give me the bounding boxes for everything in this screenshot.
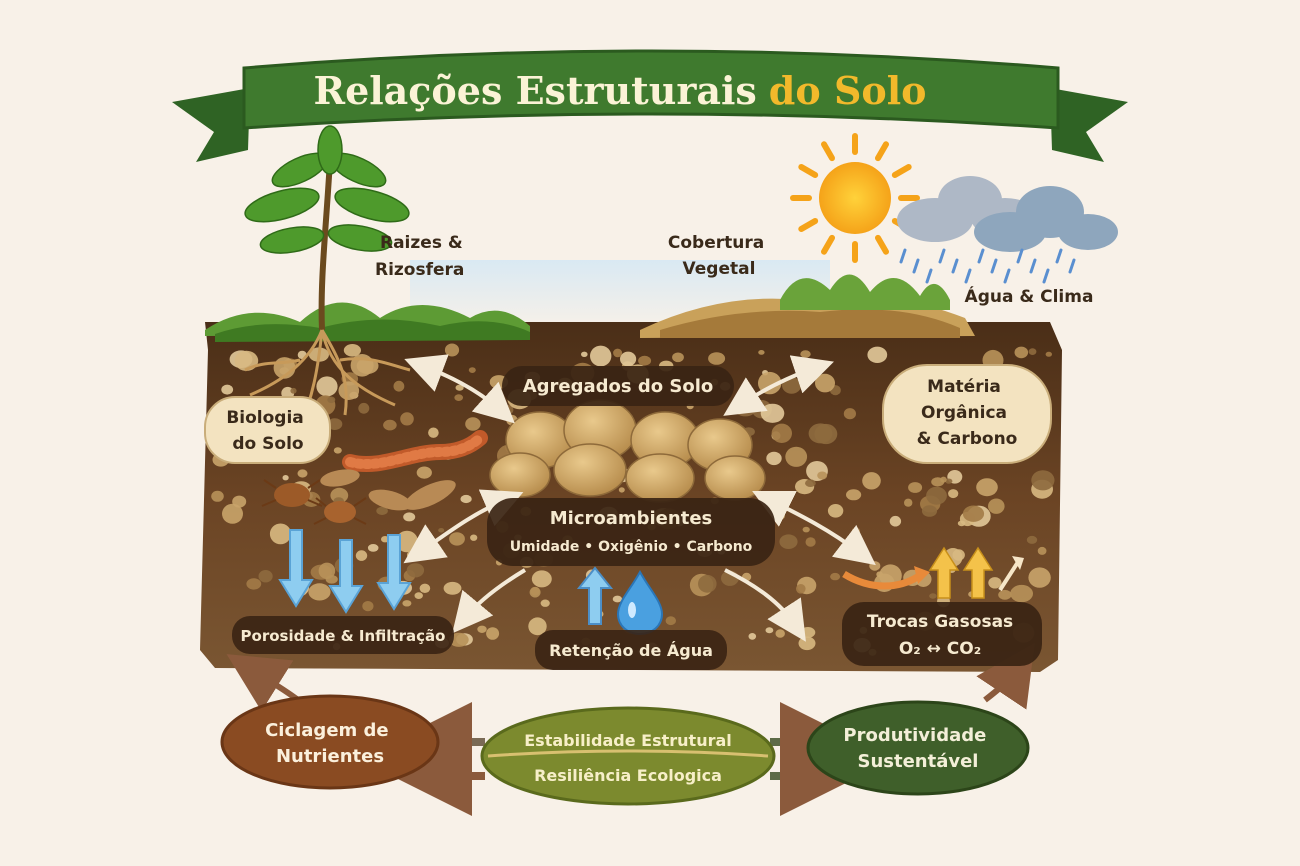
productivity-oval <box>806 700 1030 796</box>
leaf-litter-icon <box>640 274 975 338</box>
grass-left <box>205 302 530 342</box>
label-organic: Matéria Orgânica & Carbono <box>917 377 1018 449</box>
gas-label-bg <box>842 602 1042 666</box>
title-part1: Relações Estruturais <box>313 68 756 113</box>
label-stability: Estabilidade Estrutural <box>524 731 732 750</box>
label-gas-exchange: Trocas Gasosas <box>867 612 1013 632</box>
label-microenv-sub: Umidade • Oxigênio • Carbono <box>510 539 753 555</box>
stability-divider <box>487 749 769 758</box>
biology-label-bg <box>204 396 331 464</box>
label-retention: Retenção de Água <box>549 641 713 660</box>
water-drop-icon <box>616 569 664 636</box>
microenv-label-bg <box>487 498 775 566</box>
label-aggregates: Agregados do Solo <box>523 376 714 397</box>
organic-label-bg <box>882 364 1052 464</box>
soil-aggregates <box>489 399 766 503</box>
earthworm-icon <box>342 430 488 473</box>
label-water-climate: Água & Clima <box>965 285 1094 307</box>
label-roots: Raizes & Rizosfera <box>375 233 469 280</box>
label-nutrient-cycling: Ciclagem de Nutrientes <box>265 720 395 767</box>
stability-oval <box>480 706 776 806</box>
sun-icon <box>790 133 920 263</box>
plant-icon <box>244 125 411 426</box>
nutrient-cycling-oval <box>220 694 440 790</box>
aggregates-label-bg <box>502 366 734 406</box>
label-gas-formula: O₂ ↔ CO₂ <box>899 639 981 659</box>
label-cover: Cobertura Vegetal <box>668 233 770 279</box>
page-title: Relações Estruturais do Solo <box>313 68 926 113</box>
retention-label-bg <box>535 630 727 670</box>
bottom-arrows <box>226 643 1035 816</box>
label-productivity: Produtividade Sustentável <box>843 725 992 772</box>
rain-cloud-icon <box>897 176 1118 284</box>
gas-exchange-arrows <box>842 546 1024 599</box>
label-biology: Biologia do Solo <box>226 408 309 454</box>
connector-arrows <box>403 354 876 566</box>
title-part2: do Solo <box>769 68 927 113</box>
infiltration-arrows <box>278 529 412 614</box>
microenv-arrows <box>452 568 806 642</box>
title-banner <box>172 49 1128 162</box>
label-porosity: Porosidade & Infiltração <box>241 627 446 645</box>
retention-up-arrow <box>576 566 614 625</box>
label-microenv-title: Microambientes <box>550 508 713 529</box>
porosity-label-bg <box>232 616 454 654</box>
label-resilience: Resiliência Ecologica <box>534 766 722 785</box>
beetle-icon <box>261 479 367 525</box>
